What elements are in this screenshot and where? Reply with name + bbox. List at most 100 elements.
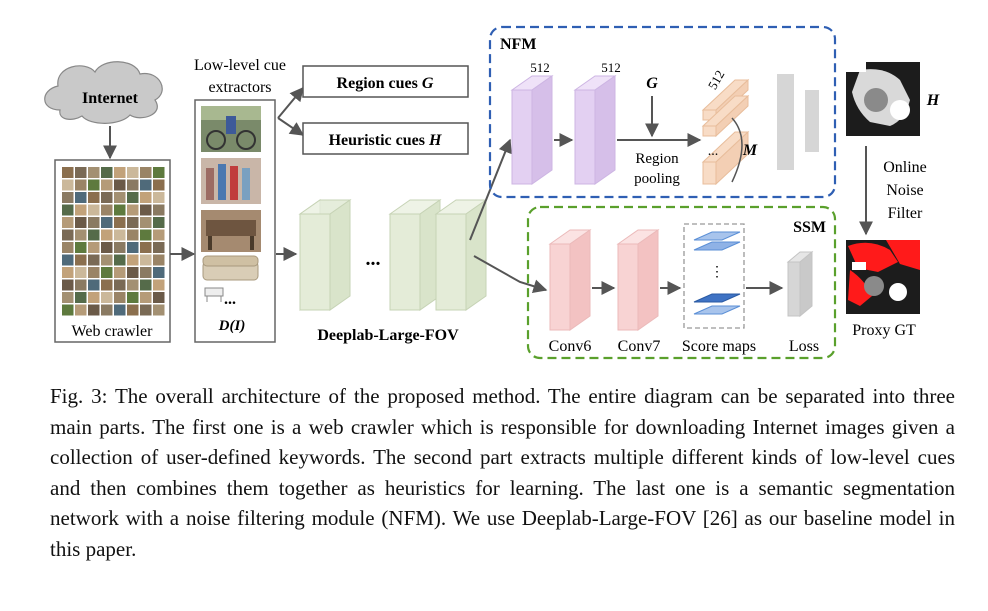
web-image-thumbnail: [140, 192, 152, 203]
web-image-thumbnail: [127, 229, 139, 241]
nfm-dim-1: 512: [530, 60, 550, 75]
web-image-thumbnail: [153, 179, 165, 191]
table-image: [201, 210, 261, 252]
region-cues-box: Region cues G: [302, 65, 469, 98]
web-image-thumbnail: [62, 179, 74, 191]
web-image-thumbnail: [88, 192, 100, 203]
heuristic-cues-var: H: [428, 132, 442, 149]
web-image-thumbnail: [127, 179, 139, 191]
web-image-thumbnail: [127, 167, 139, 178]
web-image-thumbnail: [127, 204, 139, 216]
figure-caption: Fig. 3: The overall architecture of the …: [50, 381, 955, 564]
score-maps: ⋮: [683, 223, 745, 329]
web-image-thumbnail: [127, 217, 139, 228]
svg-text:⋮: ⋮: [710, 265, 724, 280]
conv6-layer: [548, 229, 592, 331]
h-output-label: H: [926, 92, 940, 109]
web-image-thumbnail: [140, 229, 152, 241]
nfm-m-bracket: [731, 117, 743, 183]
ssm-label: SSM: [793, 219, 826, 236]
web-image-thumbnail: [114, 279, 126, 291]
web-image-thumbnail: [114, 179, 126, 191]
region-pooling-line1: Region: [635, 151, 679, 167]
web-image-thumbnail: [101, 292, 113, 303]
low-level-title-line2: extractors: [208, 79, 271, 96]
proxy-gt-label: Proxy GT: [852, 322, 916, 339]
web-image-thumbnail: [75, 179, 87, 191]
region-cues-label: Region cues: [337, 75, 418, 92]
web-image-thumbnail: [127, 242, 139, 253]
online-filter-line2: Noise: [886, 182, 923, 199]
web-image-thumbnail: [75, 242, 87, 253]
web-image-thumbnail: [62, 229, 74, 241]
web-image-thumbnail: [62, 167, 74, 178]
web-image-thumbnail: [127, 304, 139, 316]
d-of-i-label: D(I): [218, 318, 246, 334]
cue-extractor-box: ... D(I): [194, 99, 276, 343]
web-image-thumbnail: [62, 292, 74, 303]
web-image-thumbnail: [140, 292, 152, 303]
web-image-thumbnail: [62, 242, 74, 253]
web-image-thumbnail: [153, 242, 165, 253]
web-image-thumbnail: [101, 279, 113, 291]
loss-label: Loss: [789, 338, 819, 355]
web-image-thumbnail: [75, 204, 87, 216]
deeplab-layer-1: [298, 199, 352, 311]
svg-text:Region cues G: Region cues G: [337, 75, 434, 92]
web-image-thumbnail: [88, 204, 100, 216]
web-image-thumbnail: [88, 242, 100, 253]
web-image-thumbnail: [114, 292, 126, 303]
web-image-thumbnail: [62, 217, 74, 228]
web-image-thumbnail: [140, 167, 152, 178]
web-image-thumbnail: [75, 292, 87, 303]
web-image-thumbnail: [153, 192, 165, 203]
loss-block: [786, 250, 814, 318]
web-image-thumbnail: [62, 279, 74, 291]
web-image-thumbnail: [153, 217, 165, 228]
online-filter-line3: Filter: [888, 205, 923, 222]
web-image-thumbnail: [88, 267, 100, 278]
web-image-thumbnail: [153, 292, 165, 303]
web-image-thumbnail: [62, 254, 74, 266]
web-image-thumbnail: [114, 167, 126, 178]
web-image-thumbnail: [101, 254, 113, 266]
web-image-thumbnail: [127, 267, 139, 278]
cue-ellipsis: ...: [224, 291, 236, 308]
region-cues-var: G: [422, 75, 434, 92]
nfm-output-bar-2: [805, 90, 819, 152]
web-image-thumbnail: [153, 304, 165, 316]
web-image-thumbnail: [88, 167, 100, 178]
web-image-thumbnail: [75, 217, 87, 228]
online-filter-line1: Online: [883, 159, 927, 176]
web-image-thumbnail: [88, 279, 100, 291]
arrow-to-region-cues: [277, 86, 304, 119]
heuristic-cues-label: Heuristic cues: [329, 132, 425, 149]
web-image-thumbnail: [75, 304, 87, 316]
web-image-thumbnail: [101, 229, 113, 241]
nfm-layer-1: [510, 75, 554, 185]
architecture-diagram: Internet Web crawler Low-level cue extra…: [44, 25, 940, 360]
web-image-thumbnail: [75, 167, 87, 178]
web-image-thumbnail: [140, 217, 152, 228]
web-image-thumbnail: [153, 229, 165, 241]
internet-cloud: Internet: [44, 61, 163, 124]
web-image-thumbnail: [153, 254, 165, 266]
web-image-thumbnail: [75, 279, 87, 291]
web-image-thumbnail: [101, 242, 113, 253]
web-image-thumbnail: [101, 304, 113, 316]
web-image-thumbnail: [140, 267, 152, 278]
nfm-dim-3: 512: [705, 68, 728, 92]
web-image-thumbnail: [114, 254, 126, 266]
deeplab-ellipsis: ...: [366, 248, 381, 270]
nfm-box-ellipsis: ...: [708, 144, 719, 159]
cycling-image: [201, 106, 261, 152]
web-image-thumbnail: [88, 254, 100, 266]
deeplab-label: Deeplab-Large-FOV: [317, 327, 459, 344]
web-image-thumbnail: [127, 279, 139, 291]
arrow-deeplab-to-ssm: [473, 255, 548, 293]
web-image-thumbnail: [140, 242, 152, 253]
nfm-g-label: G: [646, 75, 658, 92]
arrow-to-heuristic-cues: [277, 117, 305, 136]
arrow-deeplab-to-nfm: [469, 138, 512, 241]
web-image-thumbnail: [114, 217, 126, 228]
